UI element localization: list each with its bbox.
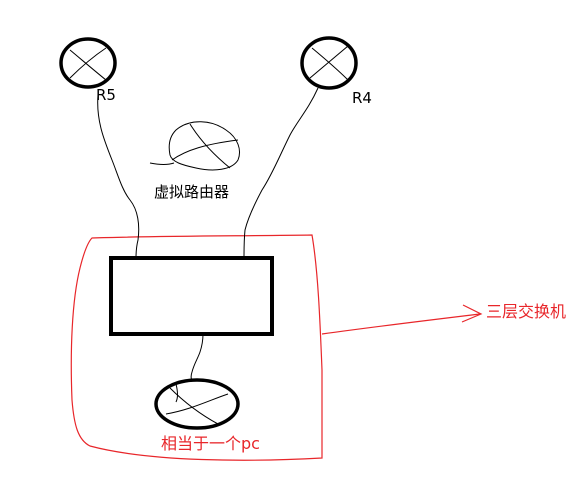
label-r5: R5 — [96, 86, 116, 104]
link-switch-pc — [190, 333, 204, 385]
label-pc-note: 相当于一个pc — [161, 434, 260, 453]
l3-switch-box — [109, 256, 274, 336]
label-r4: R4 — [352, 89, 372, 107]
router-r4-icon — [300, 36, 358, 90]
label-l3-switch: 三层交换机 — [486, 302, 567, 321]
pc-router-icon — [154, 378, 240, 430]
link-r4-switch — [243, 87, 319, 259]
virtual-router-sketch-icon — [149, 121, 240, 171]
label-virtual-router: 虚拟路由器 — [154, 183, 230, 201]
l3-switch-arrow — [321, 304, 483, 335]
l3-switch-boundary — [70, 234, 323, 461]
link-r5-switch — [97, 94, 140, 259]
router-r5-icon — [59, 37, 117, 89]
